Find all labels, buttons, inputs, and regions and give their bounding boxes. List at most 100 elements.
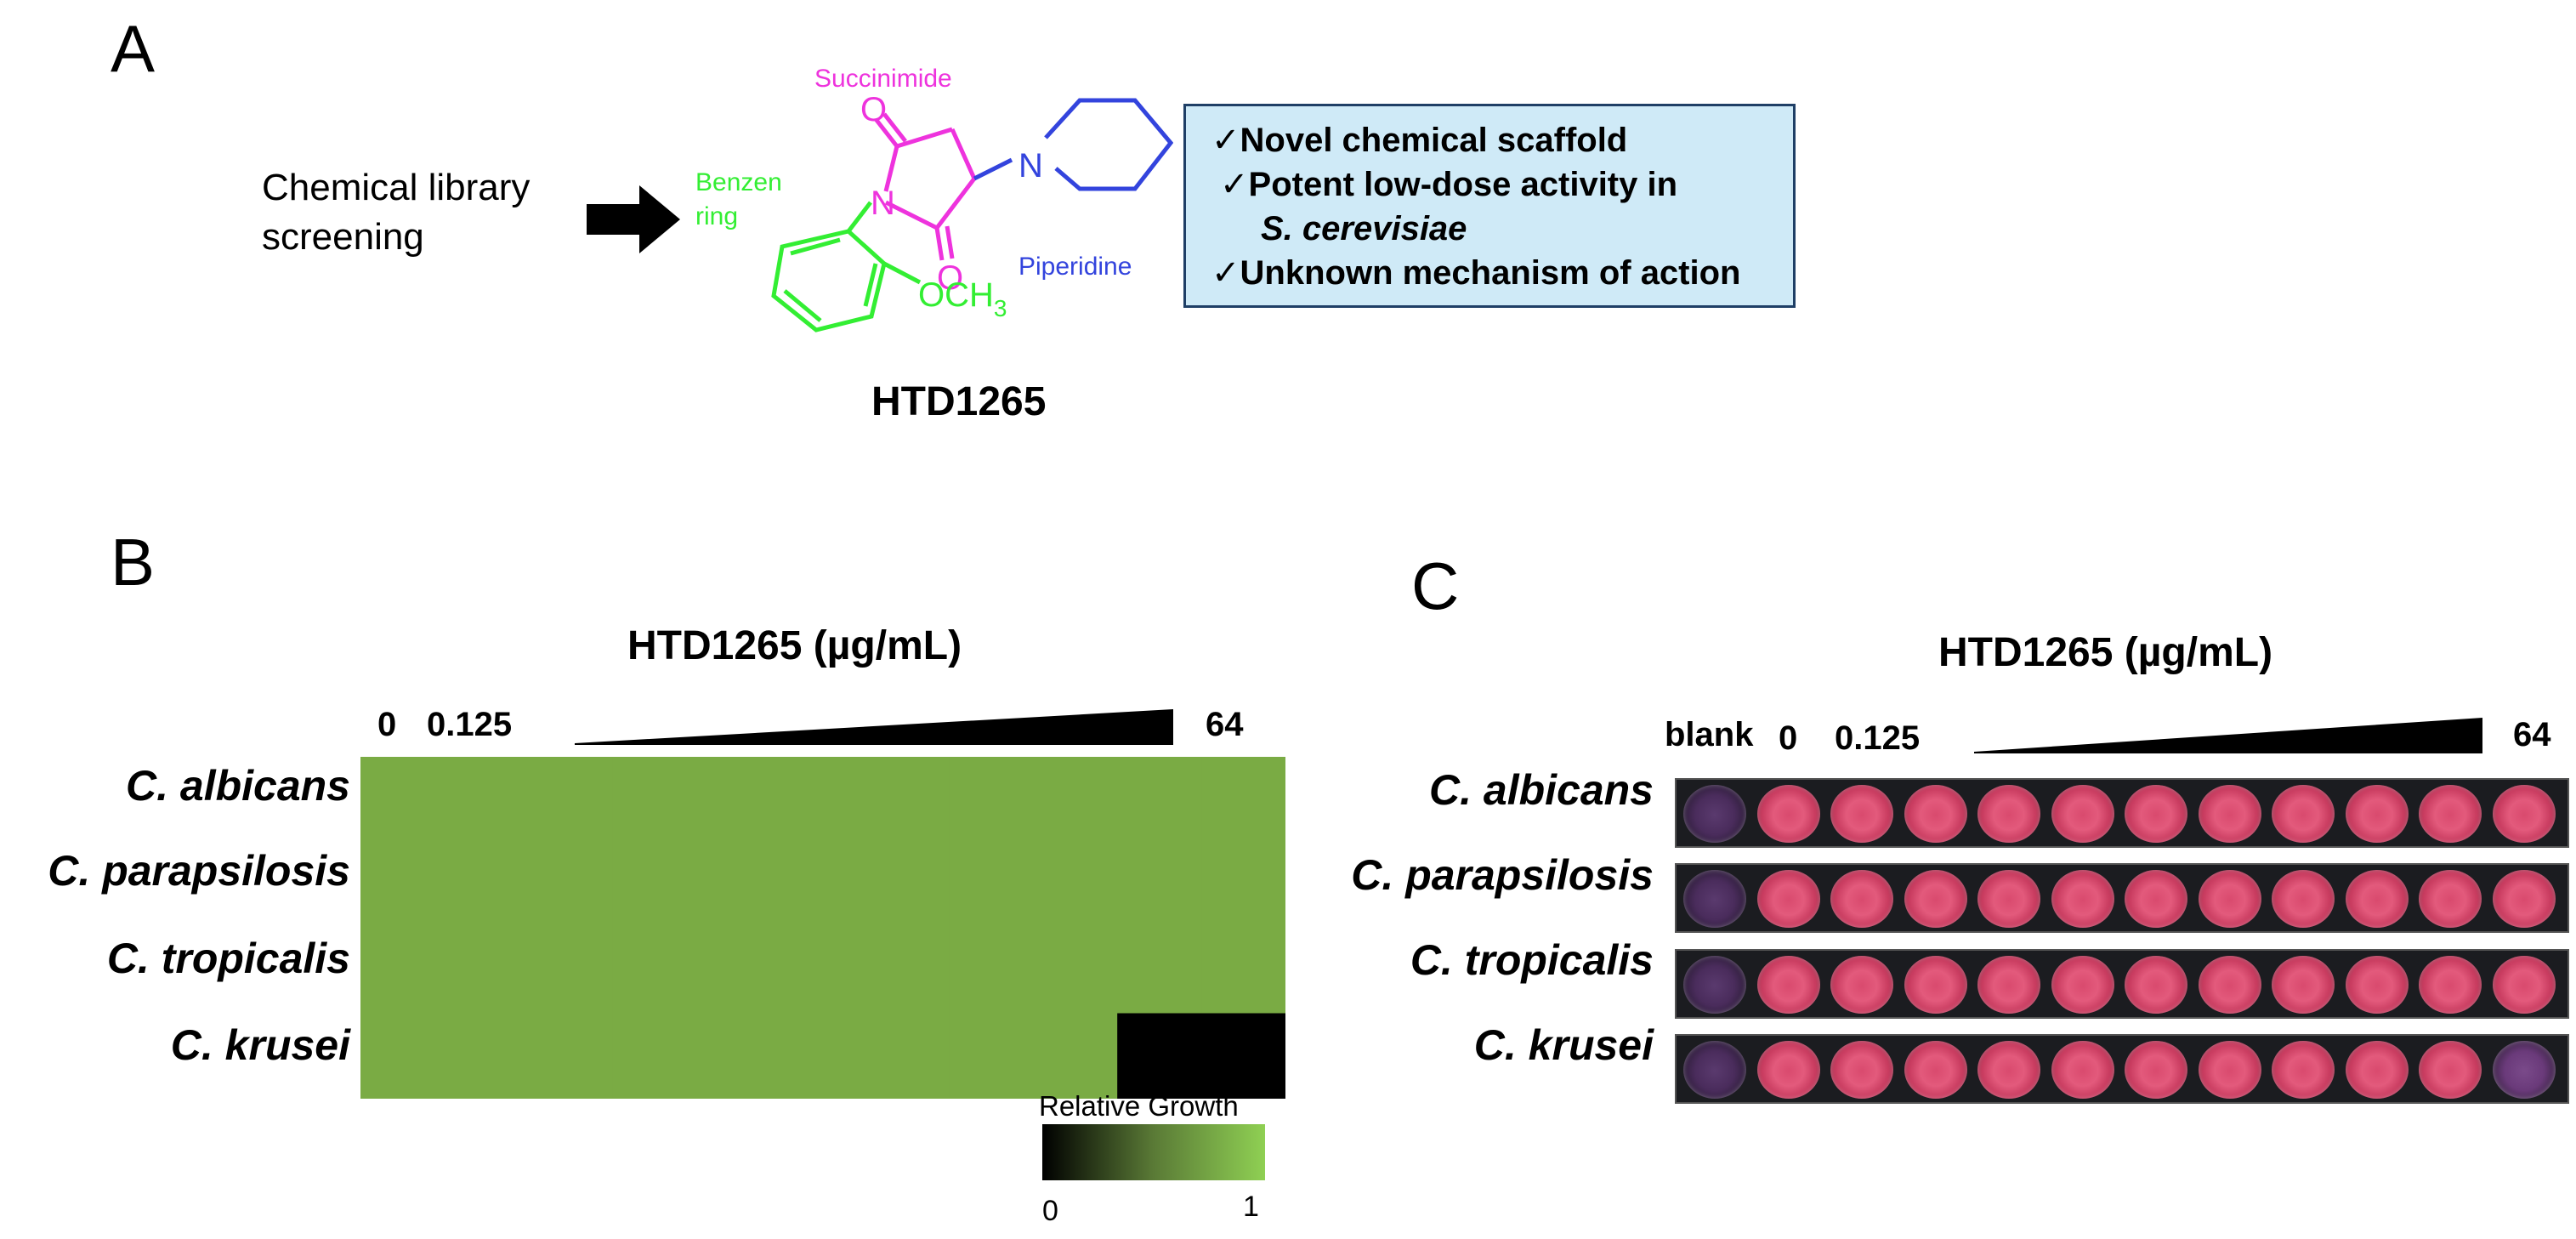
heatmap-cell bbox=[696, 928, 782, 1015]
heatmap-cell bbox=[696, 757, 782, 844]
plate-well bbox=[2492, 956, 2556, 1014]
heatmap-cell bbox=[865, 1013, 950, 1099]
heatmap-cell bbox=[949, 928, 1034, 1015]
plate-well bbox=[1904, 785, 1967, 843]
heatmap-cell bbox=[780, 1013, 866, 1099]
plate-row-strip bbox=[1675, 1034, 2569, 1104]
legend-min: 0 bbox=[1042, 1195, 1058, 1227]
plate-well bbox=[1904, 956, 1967, 1014]
plate-well bbox=[2198, 956, 2261, 1014]
plate-well bbox=[1830, 870, 1893, 928]
heatmap-cell bbox=[865, 757, 950, 844]
plate-well bbox=[1904, 870, 1967, 928]
heatmap-cell bbox=[444, 1013, 530, 1099]
heatmap-cell bbox=[1201, 842, 1285, 929]
plate-well bbox=[2272, 785, 2335, 843]
plate-well bbox=[1830, 1041, 1893, 1099]
plate-well bbox=[1756, 785, 1820, 843]
growth-heatmap bbox=[360, 757, 1285, 1099]
heatmap-cell bbox=[1033, 842, 1118, 929]
plate-well bbox=[1683, 785, 1746, 843]
piperidine-ring bbox=[973, 98, 1173, 191]
plate-well bbox=[2419, 956, 2482, 1014]
legend-max: 1 bbox=[1243, 1191, 1259, 1223]
plate-well bbox=[2125, 956, 2187, 1014]
heatmap-cell bbox=[612, 928, 698, 1015]
heatmap-cell bbox=[1117, 928, 1202, 1015]
heatmap-cell bbox=[444, 757, 530, 844]
heatmap-cell bbox=[949, 1013, 1034, 1099]
heatmap-cell bbox=[1117, 1013, 1202, 1099]
feature-item: ✓Unknown mechanism of action bbox=[1211, 254, 1741, 292]
plate-well bbox=[1977, 956, 2040, 1014]
oxygen-top-label: O bbox=[860, 91, 887, 128]
plate-well bbox=[2051, 870, 2114, 928]
panel-b-title: HTD1265 (µg/mL) bbox=[627, 623, 962, 668]
plate-well bbox=[1683, 956, 1746, 1014]
panel-c-letter: C bbox=[1411, 548, 1460, 623]
heatmap-cell bbox=[1201, 757, 1285, 844]
plate-well bbox=[2051, 956, 2114, 1014]
check-icon: ✓ bbox=[1211, 254, 1240, 292]
ring-nitrogen-label: N bbox=[871, 185, 895, 222]
plate-well bbox=[1830, 956, 1893, 1014]
feature-item-species: S. cerevisiae bbox=[1261, 210, 1467, 247]
succinimide-label: Succinimide bbox=[814, 65, 952, 93]
panel-c-tick-0125: 0.125 bbox=[1835, 719, 1921, 757]
plate-well bbox=[2345, 785, 2409, 843]
plate-well bbox=[2272, 1041, 2335, 1099]
panel-b-tick-0: 0 bbox=[377, 706, 397, 743]
plate-well bbox=[2125, 1041, 2187, 1099]
plate-well bbox=[2272, 870, 2335, 928]
heatmap-cell bbox=[528, 842, 614, 929]
piperidine-nitrogen-label: N bbox=[1018, 147, 1043, 185]
plate-well bbox=[2051, 1041, 2114, 1099]
heatmap-cell bbox=[865, 842, 950, 929]
plate-well bbox=[2419, 785, 2482, 843]
screening-text-line2: screening bbox=[262, 216, 424, 258]
heatmap-cell bbox=[528, 1013, 614, 1099]
heatmap-cell bbox=[865, 928, 950, 1015]
heatmap-cell bbox=[696, 842, 782, 929]
plate-well bbox=[1683, 1041, 1746, 1099]
succinimide-ring bbox=[874, 112, 977, 261]
screening-text: Chemical library screening bbox=[262, 163, 530, 262]
heatmap-cell bbox=[528, 757, 614, 844]
legend-colorbar bbox=[1042, 1124, 1265, 1180]
feature-item: ✓Novel chemical scaffold bbox=[1211, 122, 1628, 159]
plate-well bbox=[2198, 1041, 2261, 1099]
plate-well bbox=[2345, 870, 2409, 928]
heatmap-row-label: C. krusei bbox=[170, 1021, 350, 1069]
methoxy-label: OCH3 bbox=[918, 276, 1007, 321]
plate-well bbox=[1904, 1041, 1967, 1099]
heatmap-cell bbox=[360, 1013, 445, 1099]
panel-b-letter: B bbox=[111, 525, 156, 600]
benzen-label-line2: ring bbox=[695, 202, 739, 230]
plate-well bbox=[1756, 1041, 1820, 1099]
check-icon: ✓ bbox=[1220, 166, 1249, 203]
panel-b-tick-0125: 0.125 bbox=[427, 706, 513, 743]
plate-well bbox=[2051, 785, 2114, 843]
plate-well bbox=[2492, 870, 2556, 928]
plate-well bbox=[1977, 870, 2040, 928]
feature-item: ✓Potent low-dose activity in bbox=[1220, 166, 1678, 203]
heatmap-cell bbox=[444, 928, 530, 1015]
htd1265-structure: O O N N OCH3 bbox=[771, 91, 1173, 332]
plate-well bbox=[1977, 1041, 2040, 1099]
heatmap-cell bbox=[696, 1013, 782, 1099]
panel-c-tick-blank: blank bbox=[1665, 716, 1754, 753]
plate-row-label: C. parapsilosis bbox=[1351, 851, 1654, 899]
heatmap-row-label: C. parapsilosis bbox=[48, 847, 350, 895]
heatmap-row-label: C. albicans bbox=[126, 762, 350, 810]
heatmap-cell bbox=[612, 757, 698, 844]
plate-gradient-wedge bbox=[1974, 718, 2482, 753]
heatmap-cell bbox=[1117, 842, 1202, 929]
panel-c-title: HTD1265 (µg/mL) bbox=[1938, 630, 2273, 675]
plate-well bbox=[2492, 1041, 2556, 1099]
plate-well bbox=[2198, 785, 2261, 843]
heatmap-cell bbox=[780, 842, 866, 929]
heatmap-cell bbox=[1117, 757, 1202, 844]
plate-well bbox=[2272, 956, 2335, 1014]
heatmap-cell bbox=[780, 757, 866, 844]
plate-well bbox=[1977, 785, 2040, 843]
